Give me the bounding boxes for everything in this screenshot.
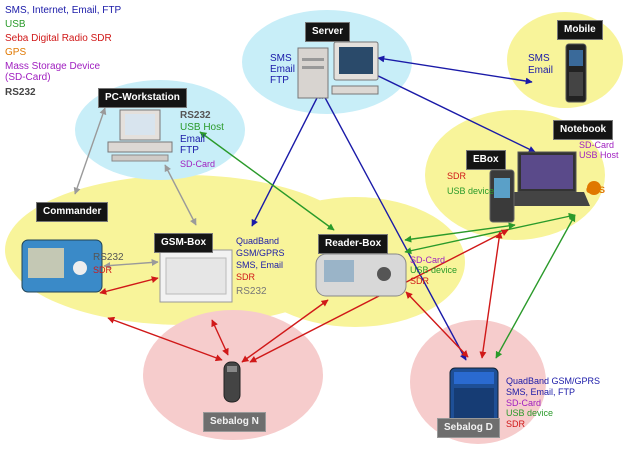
mobile-protocol-2: Email	[528, 65, 554, 76]
server-protocol-1: SMS	[270, 53, 292, 64]
notebook-usb-host: USB Host	[579, 150, 619, 160]
gsm-box-label: GSM-Box	[154, 233, 213, 253]
gsm-box-gsm-gprs: GSM/GPRS	[236, 248, 285, 258]
notebook-image	[506, 151, 590, 206]
pc-workstation-label: PC-Workstation	[98, 88, 187, 108]
reader-box-label: Reader-Box	[318, 234, 389, 254]
sebalog-n-label: Sebalog N	[203, 412, 266, 432]
sebalog-d-quadband: QuadBand GSM/GPRS	[506, 376, 601, 386]
mobile-phone-image	[565, 43, 587, 103]
link-commander-gsmbox-rs232	[103, 258, 159, 270]
legend-item-gps: GPS	[5, 47, 27, 58]
sebalog-d-sms-email-ftp: SMS, Email, FTP	[506, 387, 576, 397]
pc-sd-card: SD-Card	[180, 159, 216, 169]
commander-label: Commander	[36, 202, 109, 222]
link-gsmbox-sebalogn	[211, 319, 229, 356]
legend-item-sdr: Seba Digital Radio SDR	[5, 33, 112, 44]
link-pc-gsmbox	[164, 164, 197, 226]
pc-workstation-image	[107, 109, 173, 162]
commander-device-image	[21, 239, 103, 293]
link-commander-pc	[73, 107, 107, 195]
link-ebox-sebalogd	[479, 231, 503, 359]
legend-item-sms: SMS, Internet, Email, FTP	[5, 5, 122, 16]
pc-usb-host: USB Host	[180, 122, 224, 133]
reader-box-sdr: SDR	[410, 276, 430, 286]
link-notebook-sebalogd	[495, 214, 576, 359]
link-readerbox-sebalogd	[405, 291, 469, 358]
server-protocol-2: Email	[270, 64, 296, 75]
sebalog-d-image	[449, 367, 499, 425]
legend-item-mass-storage: Mass Storage Device	[5, 61, 101, 72]
mobile-protocol-1: SMS	[528, 53, 550, 64]
ebox-image	[489, 169, 601, 223]
pc-rs232: RS232	[180, 110, 211, 121]
reader-box-sd-card: SD-Card	[410, 255, 446, 265]
mobile-label: Mobile	[557, 20, 603, 40]
pc-ftp: FTP	[180, 145, 199, 156]
server-computer-image	[297, 41, 379, 99]
reader-box-usb-device: USB device	[410, 265, 458, 275]
gsm-box-rs232: RS232	[236, 286, 267, 297]
server-protocol-3: FTP	[270, 75, 289, 86]
sebalog-d-sd-card: SD-Card	[506, 398, 542, 408]
commander-rs232: RS232	[93, 252, 124, 263]
pc-email: Email	[180, 134, 206, 145]
sebalog-n-image	[223, 361, 241, 403]
notebook-label: Notebook	[553, 120, 614, 140]
reader-box-image	[315, 253, 407, 297]
link-pc-readerbox	[199, 131, 335, 231]
commander-sdr: SDR	[93, 265, 113, 275]
gsm-box-sms-email: SMS, Email	[236, 260, 284, 270]
ebox-sdr: SDR	[447, 171, 467, 181]
gsm-box-image	[159, 249, 233, 303]
legend-item-sd-card: (SD-Card)	[5, 72, 51, 83]
sebalog-d-sdr: SDR	[506, 419, 526, 429]
gsm-box-sdr: SDR	[236, 272, 256, 282]
link-commander-gsmbox-sdr	[99, 276, 159, 295]
server-label: Server	[305, 22, 351, 42]
sebalog-d-label: Sebalog D	[437, 418, 500, 438]
ebox-label: EBox	[466, 150, 506, 170]
link-commander-sebalogn	[107, 316, 223, 362]
legend-item-usb: USB	[5, 19, 26, 30]
notebook-sd-card: SD-Card	[579, 140, 615, 150]
sebalog-d-usb-device: USB device	[506, 408, 554, 418]
gsm-box-quadband: QuadBand	[236, 236, 280, 246]
legend-item-rs232: RS232	[5, 87, 36, 98]
ebox-usb-device: USB device	[447, 186, 495, 196]
ebox-gps: GPS	[586, 185, 606, 195]
